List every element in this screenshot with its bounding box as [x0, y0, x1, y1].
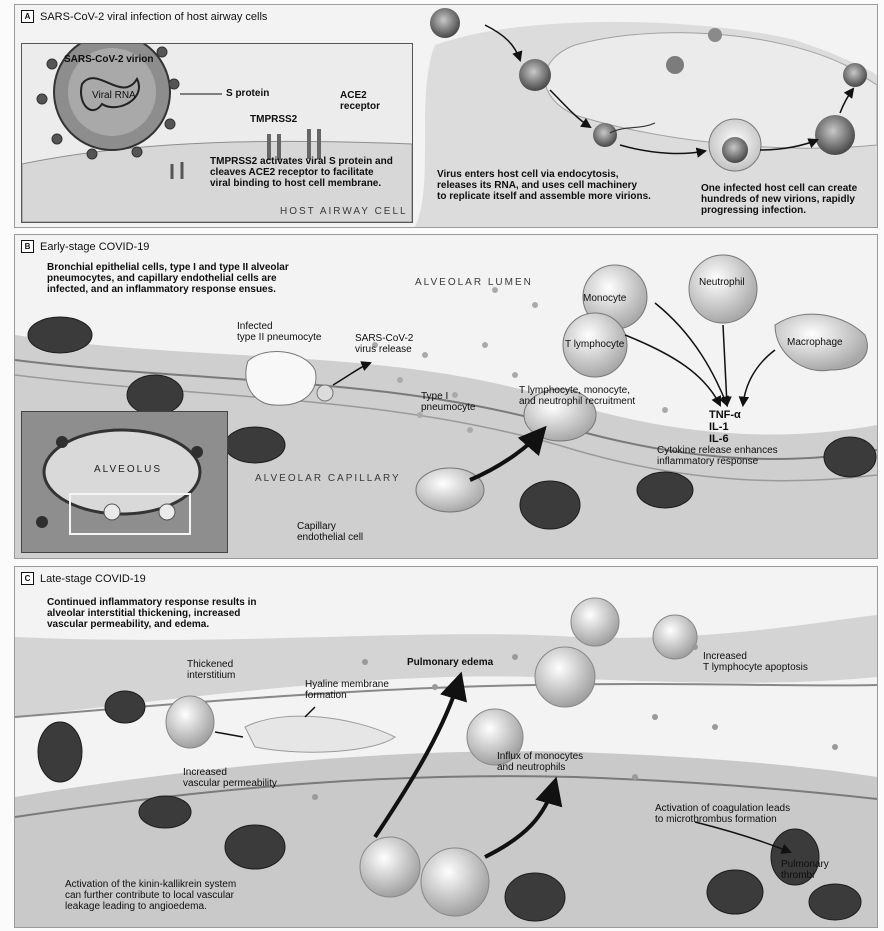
panel-c: C Late-stage COVID-19 Continued inflamma…	[14, 566, 878, 928]
viral-rna-label: Viral RNA	[92, 90, 136, 101]
alveolus-inset: ALVEOLUS	[21, 411, 228, 553]
hyaline-membrane-label: Hyaline membrane formation	[305, 679, 389, 701]
alveolus-label: ALVEOLUS	[94, 464, 162, 475]
t-lymphocyte-label: T lymphocyte	[565, 339, 624, 350]
panel-b-title: B Early-stage COVID-19	[21, 240, 149, 253]
monocyte-label: Monocyte	[583, 293, 626, 304]
ace2-label: ACE2 receptor	[340, 90, 380, 112]
virion-label: SARS-CoV-2 virion	[64, 54, 153, 65]
macrophage-label: Macrophage	[787, 337, 843, 348]
neutrophil-label: Neutrophil	[699, 277, 745, 288]
tmprss2-note: TMPRSS2 activates viral S protein and cl…	[210, 156, 393, 189]
panel-a-inset: SARS-CoV-2 virion Viral RNA S protein TM…	[21, 43, 413, 223]
panel-b-title-text: Early-stage COVID-19	[40, 241, 149, 253]
panel-b-letter: B	[21, 240, 34, 253]
alveolus-inset-illustration	[22, 412, 227, 552]
panel-c-intro: Continued inflammatory response results …	[47, 597, 256, 630]
panel-c-letter: C	[21, 572, 34, 585]
virus-release-label: SARS-CoV-2 virus release	[355, 333, 413, 355]
influx-label: Influx of monocytes and neutrophils	[497, 751, 583, 773]
host-cell-label: HOST AIRWAY CELL	[280, 206, 408, 217]
panel-a-letter: A	[21, 10, 34, 23]
panel-a-title: A SARS-CoV-2 viral infection of host air…	[21, 10, 267, 23]
vascular-permeability-label: Increased vascular permeability	[183, 767, 277, 789]
tmprss2-label: TMPRSS2	[250, 114, 297, 125]
thickened-interstitium-label: Thickened interstitium	[187, 659, 235, 681]
pulmonary-thrombi-label: Pulmonary thrombi	[781, 859, 829, 881]
alveolar-lumen-label: ALVEOLAR LUMEN	[415, 277, 533, 288]
panel-c-title: C Late-stage COVID-19	[21, 572, 146, 585]
endothelial-cell-label: Capillary endothelial cell	[297, 521, 363, 543]
coagulation-label: Activation of coagulation leads to micro…	[655, 803, 790, 825]
infected-cell-label: One infected host cell can create hundre…	[701, 183, 857, 216]
panel-b-intro: Bronchial epithelial cells, type I and t…	[47, 262, 289, 295]
s-protein-label: S protein	[226, 88, 269, 99]
panel-b: B Early-stage COVID-19 Bronchial epithel…	[14, 234, 878, 559]
type-1-pneumocyte-label: Type I pneumocyte	[421, 391, 475, 413]
alveolar-capillary-label: ALVEOLAR CAPILLARY	[255, 473, 401, 484]
panel-a-title-text: SARS-CoV-2 viral infection of host airwa…	[40, 11, 267, 23]
apoptosis-label: Increased T lymphocyte apoptosis	[703, 651, 808, 673]
panel-c-title-text: Late-stage COVID-19	[40, 573, 146, 585]
kinin-kallikrein-label: Activation of the kinin-kallikrein syste…	[65, 879, 236, 912]
recruitment-label: T lymphocyte, monocyte, and neutrophil r…	[519, 385, 635, 407]
cytokines-label: TNF-α IL-1 IL-6	[709, 409, 741, 445]
cytokine-release-label: Cytokine release enhances inflammatory r…	[657, 445, 778, 467]
infected-pneumocyte-label: Infected type II pneumocyte	[237, 321, 322, 343]
endocytosis-label: Virus enters host cell via endocytosis, …	[437, 169, 651, 202]
inset-virion-illustration	[22, 44, 412, 222]
panel-a: A SARS-CoV-2 viral infection of host air…	[14, 4, 878, 228]
pulmonary-edema-label: Pulmonary edema	[407, 657, 493, 668]
